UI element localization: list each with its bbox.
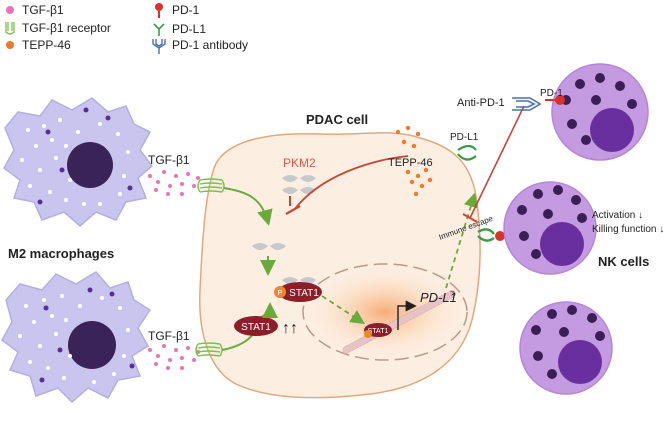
tgf-dots-top bbox=[148, 170, 200, 196]
pkm2-dimer bbox=[252, 243, 286, 250]
legend-receptor-label: TGF-β1 receptor bbox=[22, 21, 111, 35]
tgf-signal-arrow-top bbox=[223, 187, 273, 226]
tepp-activation-line bbox=[293, 155, 409, 211]
receptor-icon bbox=[5, 22, 15, 35]
pdl1-membrane-icon bbox=[457, 153, 477, 161]
legend-item-tepp: TEPP-46 bbox=[6, 38, 71, 52]
pdac-cell-membrane bbox=[199, 132, 481, 399]
tgf-label-bottom: TGF-β1 bbox=[148, 329, 190, 343]
legend-pdl1-label: PD-L1 bbox=[172, 22, 206, 36]
tepp-dots bbox=[395, 125, 433, 197]
anti-pd1-label: Anti-PD-1 bbox=[457, 97, 505, 109]
dna-strand bbox=[342, 290, 456, 354]
tgf-dots-bottom bbox=[148, 344, 200, 370]
legend: TGF-β1 TGF-β1 receptor TEPP-46 PD-1 PD-L… bbox=[5, 3, 248, 54]
phospho-label: P bbox=[278, 290, 283, 297]
stat1-nucleus-label: STAT1 bbox=[368, 328, 389, 335]
tgf-receptor-top bbox=[197, 178, 225, 193]
pstat1: STAT1 P bbox=[274, 282, 322, 302]
pkm2-label: PKM2 bbox=[283, 156, 316, 170]
pdl1-gene-label: PD-L1 bbox=[420, 290, 457, 305]
anti-pd1-inhibition-line bbox=[469, 105, 525, 219]
killing-label: Killing function ↓ bbox=[592, 224, 664, 235]
m2-macrophages-label: M2 macrophages bbox=[8, 246, 114, 261]
legend-item-receptor: TGF-β1 receptor bbox=[5, 21, 111, 35]
nk-cells-label: NK cells bbox=[598, 254, 649, 269]
nk-cell-top: PD-1 bbox=[540, 63, 649, 161]
stat1: STAT1 ↑↑ bbox=[234, 316, 298, 337]
stat1-label: STAT1 bbox=[241, 322, 271, 333]
legend-tgf-label: TGF-β1 bbox=[22, 3, 64, 17]
legend-antibody-label: PD-1 antibody bbox=[172, 38, 248, 52]
legend-item-antibody: PD-1 antibody bbox=[152, 38, 248, 54]
nk-cell-bottom bbox=[519, 301, 613, 395]
tepp46-label: TEPP-46 bbox=[388, 157, 433, 169]
legend-pd1-label: PD-1 bbox=[172, 3, 200, 17]
pdl1-membrane-label: PD-L1 bbox=[450, 132, 479, 143]
nuclear-translocation-arrow bbox=[321, 295, 366, 324]
legend-item-pdl1: PD-L1 bbox=[153, 22, 206, 36]
macrophage-nucleus bbox=[68, 321, 116, 369]
nucleus: PD-L1 STAT1 bbox=[302, 263, 468, 361]
macrophage-bottom bbox=[1, 271, 152, 404]
legend-item-tgf: TGF-β1 bbox=[6, 3, 64, 17]
pstat1-label: STAT1 bbox=[289, 288, 319, 299]
legend-tepp-label: TEPP-46 bbox=[22, 38, 71, 52]
macrophage-nucleus bbox=[67, 142, 113, 188]
pd1-nk-label: PD-1 bbox=[540, 88, 563, 99]
pkm2-tetramer bbox=[282, 175, 316, 194]
pdl1-expression-arrow bbox=[445, 192, 478, 289]
macrophage-top bbox=[3, 97, 154, 227]
pd1-antibody-icon bbox=[512, 97, 542, 111]
pdac-cell-label: PDAC cell bbox=[306, 112, 368, 127]
nk-cell-middle bbox=[503, 181, 597, 275]
tgf-label-top: TGF-β1 bbox=[148, 153, 190, 167]
activation-label: Activation ↓ bbox=[592, 210, 643, 221]
upregulation-arrows: ↑↑ bbox=[282, 320, 298, 337]
legend-item-pd1: PD-1 bbox=[155, 3, 200, 18]
